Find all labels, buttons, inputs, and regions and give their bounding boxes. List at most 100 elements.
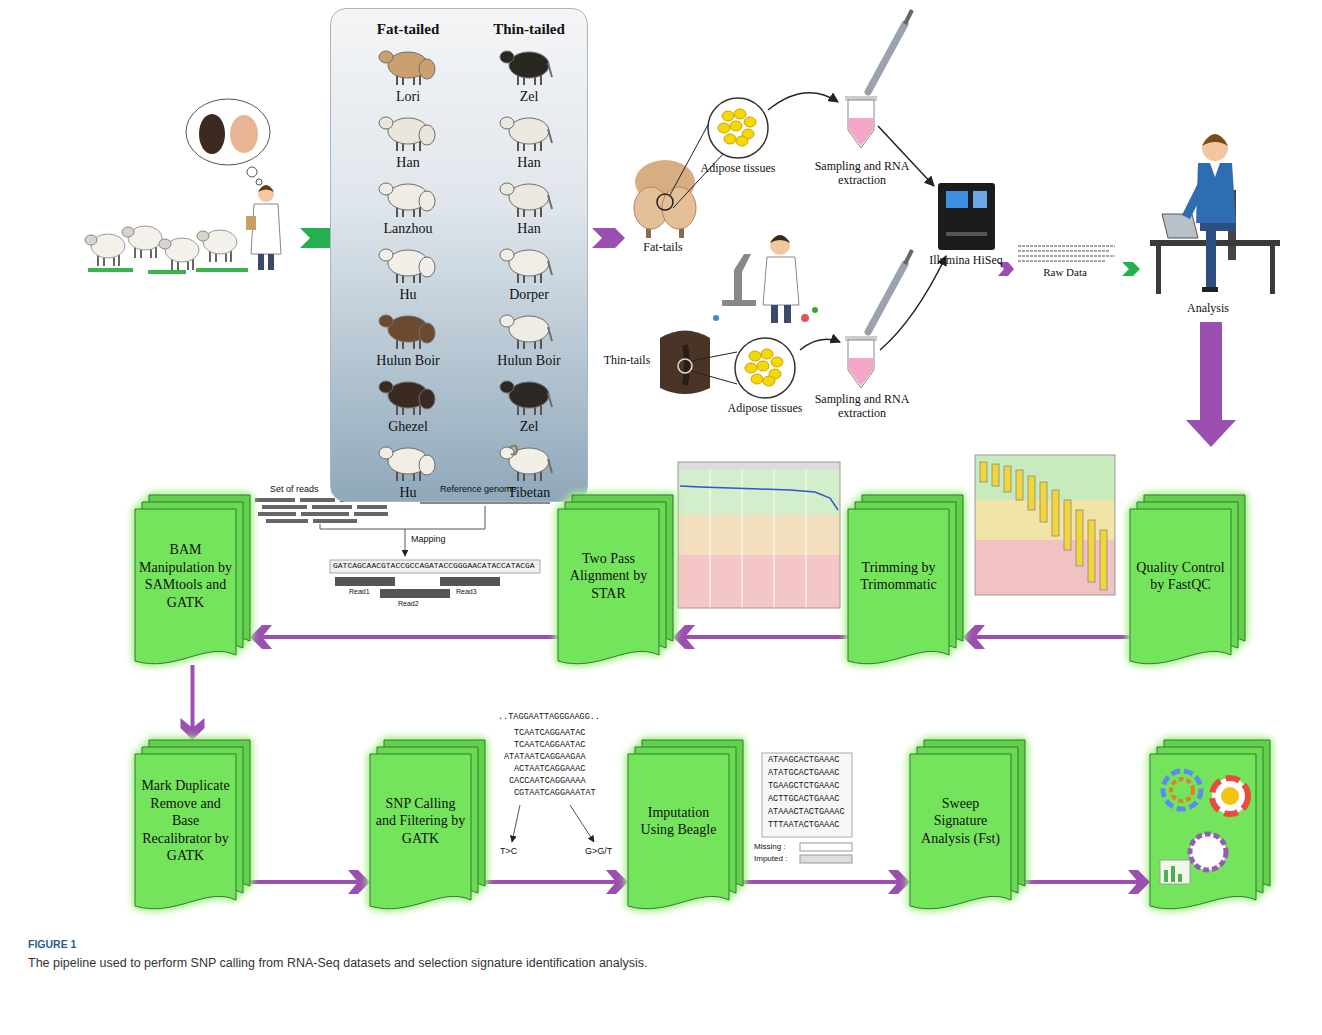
- shape: [761, 349, 773, 359]
- breed-name: Han: [474, 221, 584, 237]
- shape: [848, 509, 949, 664]
- shape: [749, 351, 761, 361]
- illustration-part: [1016, 470, 1023, 500]
- adipose-circle: [727, 336, 803, 402]
- shape: [1164, 870, 1168, 882]
- illustration-part: [186, 99, 270, 165]
- sheep-figure: [379, 117, 435, 151]
- annotation-label: Imputed :: [754, 854, 787, 863]
- illustration-part: [122, 226, 162, 258]
- shape: [370, 754, 471, 909]
- flow-arrow: [250, 625, 558, 649]
- shape: [379, 249, 393, 261]
- shape: [735, 338, 795, 398]
- annotation-label: TTTAATACTGAAAC: [768, 821, 839, 831]
- illustration-part: [1018, 250, 1110, 252]
- document-stack: [628, 740, 743, 909]
- illustration-part: [1052, 490, 1059, 536]
- illustration-part: [258, 186, 274, 202]
- illustration-part: [812, 307, 818, 313]
- illustration-part: [848, 340, 874, 388]
- illustration-part: [980, 462, 987, 482]
- illustration-part: [1018, 246, 1115, 261]
- illustration-part: [800, 843, 852, 851]
- sheep-figure: [379, 249, 435, 283]
- node-label: Adipose tissues: [700, 162, 776, 176]
- illustration-part: [691, 352, 737, 361]
- document-stack: [135, 740, 250, 909]
- illustration-part: [710, 470, 711, 608]
- shape: [548, 129, 552, 143]
- breed-name: Han: [353, 155, 463, 171]
- document-stack: [1130, 495, 1245, 664]
- illustration-part: [313, 519, 357, 523]
- annotation-label: GATCAGCAACGTACCGCCAGATACCGGGAACATACCATAC…: [333, 561, 535, 570]
- shape: [509, 316, 549, 342]
- sheep-figure: [500, 183, 552, 217]
- sheep-figure: [379, 381, 435, 415]
- illustration-part: [1088, 520, 1095, 582]
- sheep-figure: [500, 249, 552, 283]
- illustration-part: [1018, 245, 1115, 247]
- annotation-label: Fat-tails: [623, 241, 703, 255]
- process-label: Quality Control by FastQC: [1134, 559, 1227, 594]
- annotation-label: Mapping: [411, 534, 446, 544]
- illustration-part: [335, 577, 395, 586]
- column-heading: Fat-tailed: [353, 21, 463, 38]
- illustration-part: [946, 191, 968, 208]
- document-stack: [370, 740, 485, 909]
- illustration-part: [1182, 175, 1208, 219]
- illustration-part: [868, 264, 905, 332]
- illustration-part: [247, 167, 257, 177]
- illustration-part: [1028, 476, 1035, 510]
- shape: [751, 374, 763, 384]
- arrow-head: [181, 718, 205, 740]
- shape: [548, 393, 552, 407]
- illustration-part: [1040, 482, 1047, 522]
- process-text: SNP Calling and Filtering by GATK: [374, 795, 467, 848]
- breed-name: Lori: [353, 89, 463, 105]
- illustration-part: [662, 187, 696, 229]
- shape: [548, 195, 552, 209]
- shape: [500, 51, 514, 63]
- annotation-label: Read3: [456, 588, 477, 596]
- annotation-label: Analysis: [1168, 302, 1248, 316]
- illustration-part: [992, 464, 999, 486]
- process-label: SNP Calling and Filtering by GATK: [374, 795, 467, 848]
- illustration-part: [691, 371, 737, 384]
- illustration-part: [1200, 223, 1236, 289]
- illustration-part: [771, 305, 778, 323]
- illustration-part: [770, 235, 790, 243]
- illustration-part: [1018, 255, 1115, 257]
- illustration-part: [848, 100, 874, 148]
- connector-line: [250, 880, 358, 884]
- illustration-part: [1004, 466, 1011, 492]
- annotation-label: TGAAGCTCTGAAAC: [768, 782, 839, 792]
- arrow-head: [963, 625, 985, 649]
- illustration-part: [678, 470, 840, 515]
- illustration-part: [262, 505, 307, 509]
- shape: [1160, 860, 1190, 884]
- breed-name: Zel: [474, 419, 584, 435]
- illustration-part: [246, 216, 256, 230]
- process-label: Trimming by Trimommatic: [852, 559, 945, 594]
- flow-arrow: [673, 625, 848, 649]
- illustration-part: [268, 254, 274, 270]
- illustration-part: [800, 339, 840, 350]
- illustration-part: [197, 230, 237, 262]
- illustration-part: [1076, 510, 1083, 566]
- annotation-label: Read1: [349, 588, 370, 596]
- annotation-label: Reference genome: [440, 484, 517, 494]
- illustration-part: [330, 560, 540, 573]
- shape: [757, 361, 769, 371]
- illustration-part: [1210, 163, 1220, 177]
- shape: [419, 455, 435, 475]
- shape: [745, 363, 757, 373]
- shape: [1178, 874, 1182, 882]
- illustration-part: [1100, 530, 1107, 590]
- illustration-part: [770, 235, 790, 255]
- sheep-figure: [500, 446, 552, 481]
- illustration-part: [485, 506, 486, 529]
- shape: [548, 459, 552, 473]
